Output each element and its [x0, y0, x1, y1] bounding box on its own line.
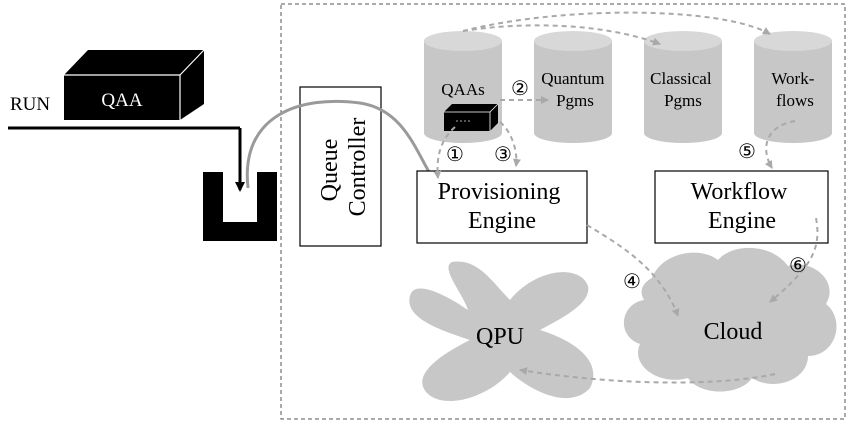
- step-4-marker: ④: [623, 271, 641, 293]
- cylinder-classical-pgms: Classical Pgms: [644, 31, 722, 143]
- flow-workflows-to-engine: [764, 120, 796, 169]
- qaa-label: QAA: [101, 90, 142, 111]
- queue-controller-line1: Queue: [317, 139, 343, 202]
- workflow-engine-box: [654, 170, 829, 244]
- cylinder-quantum-pgms: Quantum Pgms: [534, 31, 612, 143]
- queue-controller-label: Queue Controller: [317, 118, 371, 217]
- provisioning-engine-label: Provisioning Engine: [438, 179, 567, 234]
- cylinder-workflows: Work- flows: [754, 31, 832, 143]
- flow-provisioning-to-cloud: [586, 224, 680, 317]
- queue-bucket: [203, 172, 277, 241]
- qpu-shape: [409, 261, 594, 402]
- flow-qaas-to-classical: [462, 24, 661, 46]
- quantum-pgms-label: Quantum Pgms: [541, 69, 609, 110]
- qaas-label: QAAs: [441, 80, 484, 99]
- flow-engine-to-cloud: [769, 217, 819, 303]
- run-label: RUN: [10, 94, 50, 115]
- queue-controller-line2: Controller: [345, 118, 371, 217]
- step-1-marker: ①: [446, 144, 464, 166]
- flow-qaa-to-provisioning: [433, 126, 456, 179]
- workflow-engine-label: Workflow Engine: [691, 179, 794, 234]
- flow-cloud-to-qpu: [519, 367, 776, 384]
- dashed-flows: [433, 11, 819, 384]
- qaa-mini-box: [444, 103, 499, 131]
- qaa-box: QAA: [64, 49, 205, 120]
- flow-qaas-to-workflows: [462, 11, 771, 35]
- flow-qaa-to-quantum: [499, 121, 521, 167]
- step-3-marker: ③: [494, 144, 512, 166]
- dispatch-arrow: [245, 99, 440, 189]
- system-boundary: [280, 3, 846, 420]
- provisioning-engine-box: [416, 170, 588, 244]
- cloud-label: Cloud: [704, 319, 763, 345]
- cloud-shape: [623, 247, 837, 392]
- qpu-label: QPU: [476, 324, 524, 350]
- workflows-label: Work- flows: [771, 69, 818, 110]
- step-6-marker: ⑥: [789, 255, 807, 277]
- queue-controller-box: [299, 86, 382, 247]
- classical-pgms-label: Classical Pgms: [650, 69, 716, 110]
- step-2-marker: ②: [511, 78, 529, 100]
- step-5-marker: ⑤: [738, 141, 756, 163]
